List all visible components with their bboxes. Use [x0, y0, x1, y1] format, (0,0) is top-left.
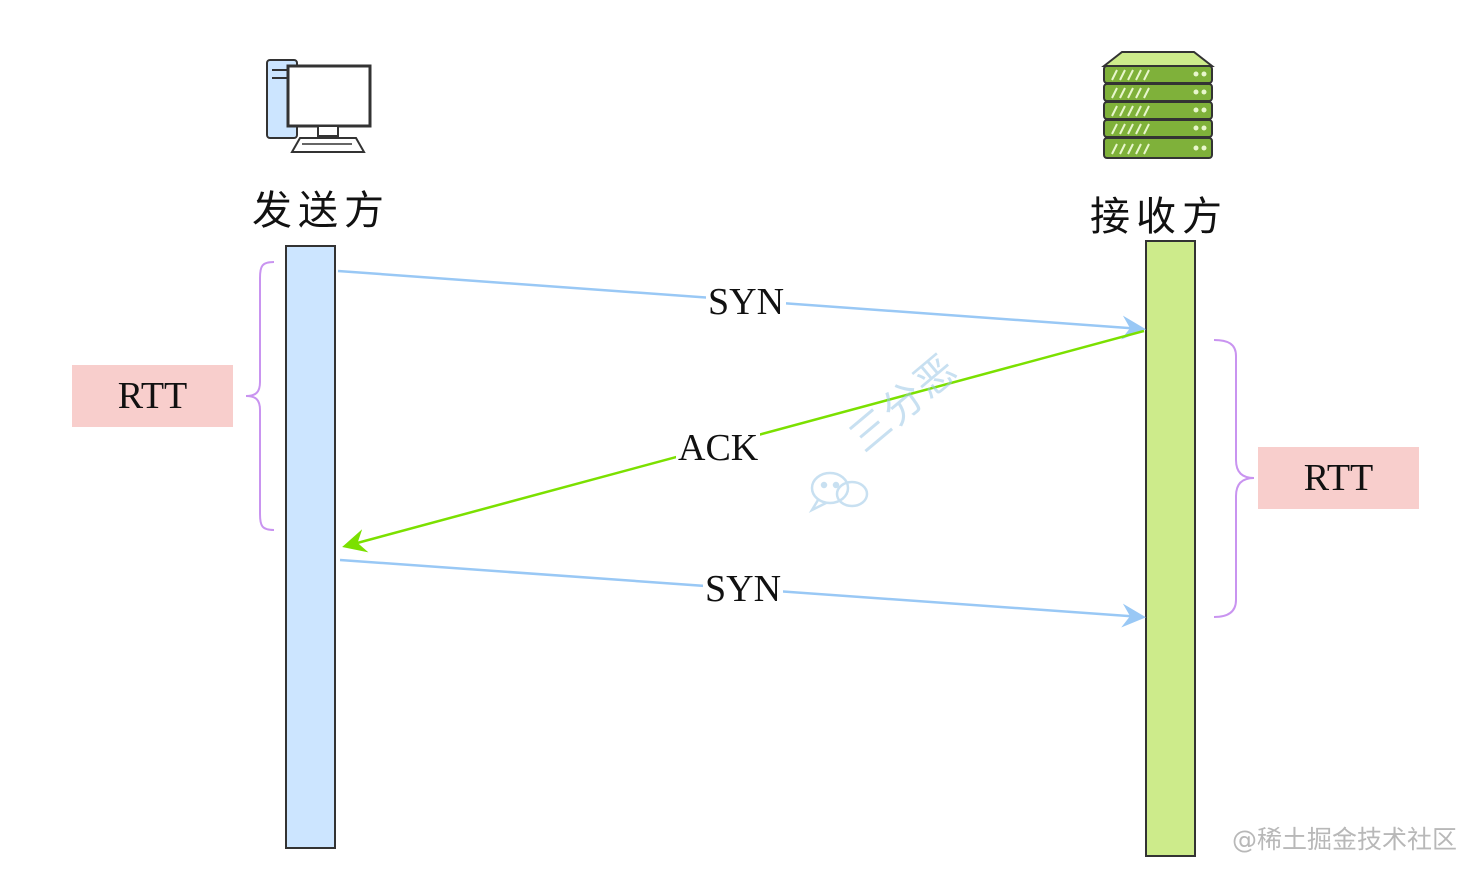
- sender-label: 发送方: [252, 188, 390, 234]
- receiver-lifeline: [1145, 240, 1196, 857]
- footer-watermark: @稀土掘金技术社区: [1232, 825, 1458, 854]
- sender-lifeline: [285, 245, 336, 849]
- syn-label-2: SYN: [703, 568, 784, 610]
- syn-label-1: SYN: [706, 281, 787, 323]
- desktop-computer-icon: [266, 59, 372, 153]
- rtt-left-box: RTT: [72, 365, 233, 427]
- server-rack-icon: [1101, 51, 1215, 159]
- rtt-right-brace: [1213, 339, 1255, 618]
- rtt-left-brace: [245, 261, 275, 531]
- rtt-right-box: RTT: [1258, 447, 1419, 509]
- ack-label: ACK: [676, 427, 761, 469]
- receiver-label: 接收方: [1090, 194, 1228, 240]
- wechat-icon: [808, 471, 869, 514]
